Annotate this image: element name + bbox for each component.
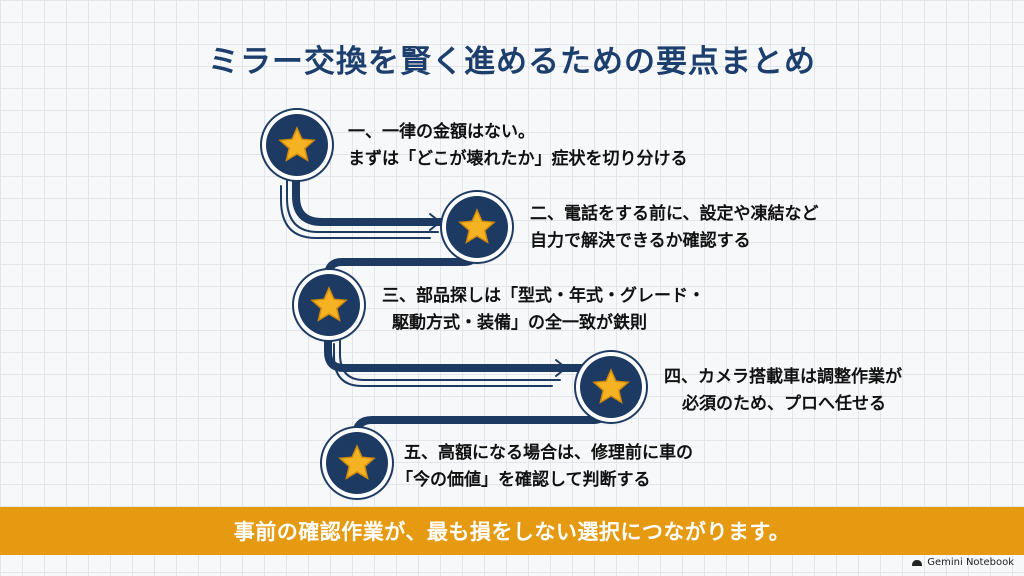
notebook-logo-icon	[912, 559, 923, 566]
step-3-badge	[298, 274, 360, 336]
step-4-badge	[580, 356, 642, 418]
step-5-line-1: 五、高額になる場合は、修理前に車の	[404, 443, 693, 463]
step-4-line-2: 必須のため、プロへ任せる	[682, 394, 886, 414]
step-1-text: 一、一律の金額はない。 まずは「どこが壊れたか」症状を切り分ける	[348, 119, 688, 173]
summary-banner: 事前の確認作業が、最も損をしない選択につながります。	[0, 507, 1024, 555]
step-4-text: 四、カメラ搭載車は調整作業が 必須のため、プロへ任せる	[664, 364, 902, 418]
step-5-badge	[326, 432, 388, 494]
step-5-line-2: 「今の価値」を確認して判断する	[396, 470, 651, 490]
step-5-text: 五、高額になる場合は、修理前に車の 「今の価値」を確認して判断する	[396, 440, 693, 494]
step-3-line-1: 三、部品探しは「型式・年式・グレード・	[382, 286, 705, 306]
step-1-badge	[266, 114, 328, 176]
footer-brand-text: Gemini Notebook	[927, 557, 1014, 568]
step-2-text: 二、電話をする前に、設定や凍結など 自力で解決できるか確認する	[530, 201, 819, 255]
star-icon	[278, 126, 316, 162]
step-3-text: 三、部品探しは「型式・年式・グレード・ 駆動方式・装備」の全一致が鉄則	[382, 283, 705, 337]
step-2-line-2: 自力で解決できるか確認する	[530, 231, 751, 251]
star-icon	[310, 286, 348, 322]
page-title: ミラー交換を賢く進めるための要点まとめ	[208, 44, 816, 80]
star-icon	[458, 208, 496, 244]
star-icon	[592, 368, 630, 404]
step-2-line-1: 二、電話をする前に、設定や凍結など	[530, 204, 819, 224]
banner-text: 事前の確認作業が、最も損をしない選択につながります。	[233, 520, 791, 544]
footer-brand: Gemini Notebook	[911, 557, 1014, 568]
step-1-line-1: 一、一律の金額はない。	[348, 122, 535, 142]
step-4-line-1: 四、カメラ搭載車は調整作業が	[664, 367, 902, 387]
step-3-line-2: 駆動方式・装備」の全一致が鉄則	[392, 313, 647, 333]
step-1-line-2: まずは「どこが壊れたか」症状を切り分ける	[348, 149, 688, 169]
step-2-badge	[446, 196, 508, 258]
star-icon	[338, 444, 376, 480]
